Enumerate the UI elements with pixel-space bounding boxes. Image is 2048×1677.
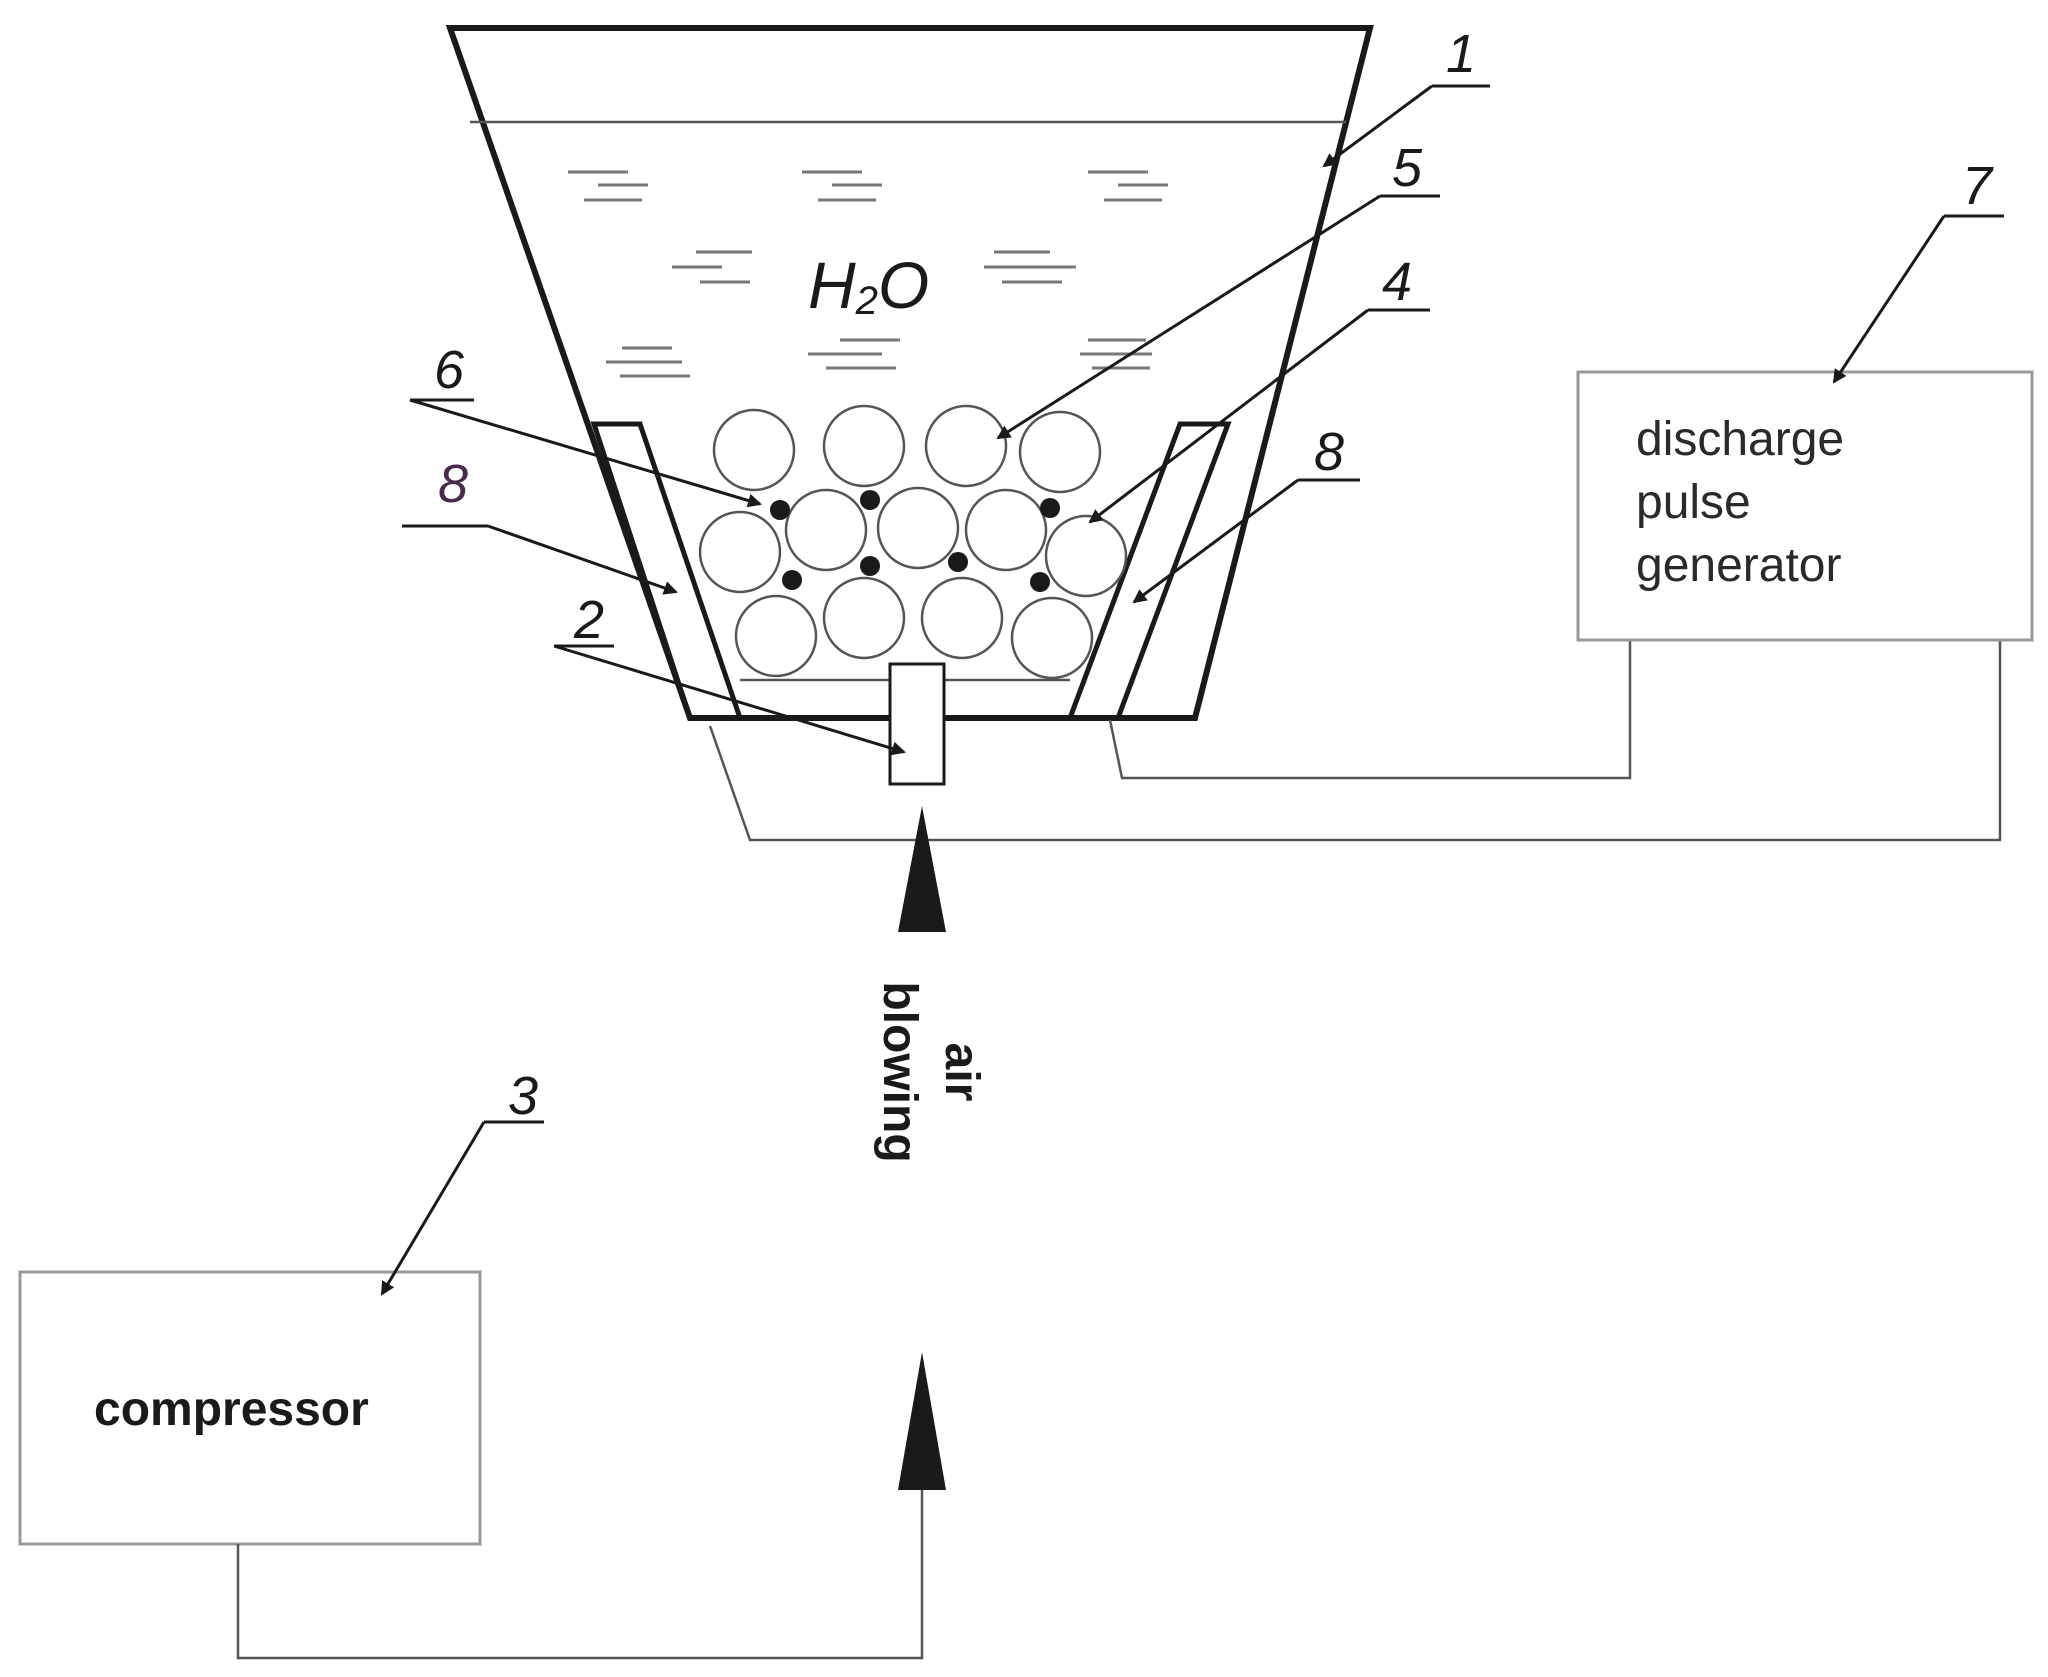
generator-label-1: discharge: [1636, 413, 1844, 466]
granule-bed: [698, 404, 1128, 680]
callout-leaders: [380, 84, 2004, 1296]
generator-label-2: pulse: [1636, 476, 1751, 529]
blowing-air-label-1: blowing: [873, 981, 926, 1162]
callout-8-left: 8: [438, 454, 468, 514]
water-label: H2O: [808, 248, 929, 323]
discharge-pulse-generator: discharge pulse generator: [1576, 370, 2034, 642]
wire-left-electrode: [708, 640, 2002, 842]
air-nozzle: [888, 662, 946, 786]
callout-1: 1: [1446, 24, 1476, 84]
blowing-air-label-2: air: [935, 1043, 988, 1102]
compressor-label: compressor: [94, 1383, 369, 1436]
generator-label-3: generator: [1636, 539, 1841, 592]
vessel: [445, 25, 1374, 721]
callout-4: 4: [1382, 252, 1412, 312]
contact-points: [770, 490, 1060, 592]
air-pipe: [236, 1430, 924, 1660]
electrode-left: [590, 421, 744, 721]
callout-6: 6: [434, 340, 465, 400]
wire-right-electrode: [1108, 640, 1632, 780]
callout-7: 7: [1962, 156, 1994, 216]
callout-3: 3: [508, 1066, 538, 1126]
callout-8-right: 8: [1314, 422, 1344, 482]
compressor: compressor: [18, 1270, 482, 1546]
electrode-right: [1066, 421, 1232, 721]
air-flow-arrow-lower: [898, 1352, 946, 1490]
air-flow-arrow-upper: [898, 806, 946, 932]
water-dashes: [568, 170, 1168, 378]
callout-2: 2: [573, 590, 604, 650]
callout-5: 5: [1392, 138, 1423, 198]
